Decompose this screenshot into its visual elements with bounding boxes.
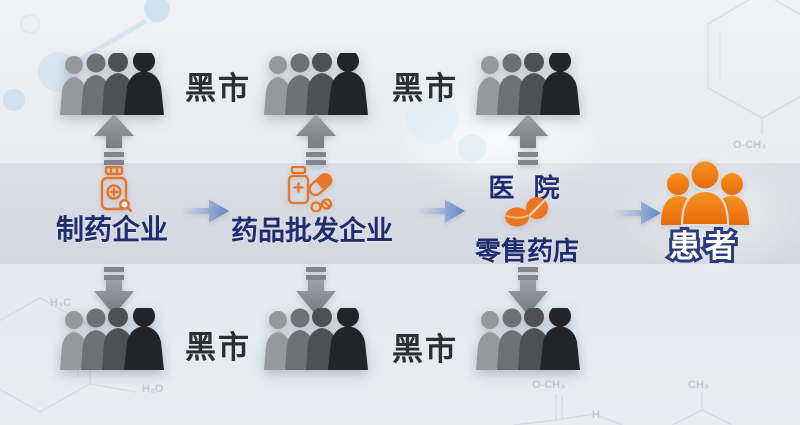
medicine-bottle-icon (100, 166, 132, 212)
crowd-silhouette-icon (264, 308, 368, 370)
crowd-silhouette-icon (60, 53, 164, 115)
patients-group-icon (660, 159, 750, 226)
black-market-label: 黑市 (185, 71, 251, 106)
wholesaler-label: 药品批发企业 (231, 216, 393, 246)
pills-icon (504, 196, 550, 228)
hospital-label: 医 院 (488, 173, 566, 203)
chem-label: O-CH₃ (733, 139, 766, 151)
black-market-label: 黑市 (392, 332, 458, 367)
crowd-silhouette-icon (60, 308, 164, 370)
up-arrow-icon (508, 114, 548, 165)
right-arrow-icon (419, 199, 465, 223)
chem-labels: O-CH₃ H₃C H₂O O-CH₃ H CH₃ (50, 139, 766, 421)
chem-label: H (592, 409, 600, 421)
black-market-label: 黑市 (185, 330, 251, 365)
chem-label: CH₃ (688, 379, 709, 391)
chem-label: H₂O (142, 383, 164, 395)
bottle-capsule-icon (287, 166, 335, 212)
chem-label: H₃C (50, 297, 71, 309)
manufacturer-label: 制药企业 (55, 214, 168, 245)
up-arrow-icon (94, 114, 134, 165)
crowd-silhouette-icon (264, 53, 368, 115)
retail-pharmacy-label: 零售药店 (474, 236, 579, 266)
patients-label-fill: 患者 (669, 229, 741, 264)
crowd-silhouette-icon (476, 308, 580, 370)
up-arrow-icon (296, 114, 336, 165)
black-market-label: 黑市 (392, 71, 458, 106)
crowd-silhouette-icon (476, 53, 580, 115)
patients-label-outline: 患者 (666, 226, 741, 267)
chem-label: O-CH₃ (532, 379, 565, 391)
patients-label: 患者 患者 (650, 221, 760, 267)
